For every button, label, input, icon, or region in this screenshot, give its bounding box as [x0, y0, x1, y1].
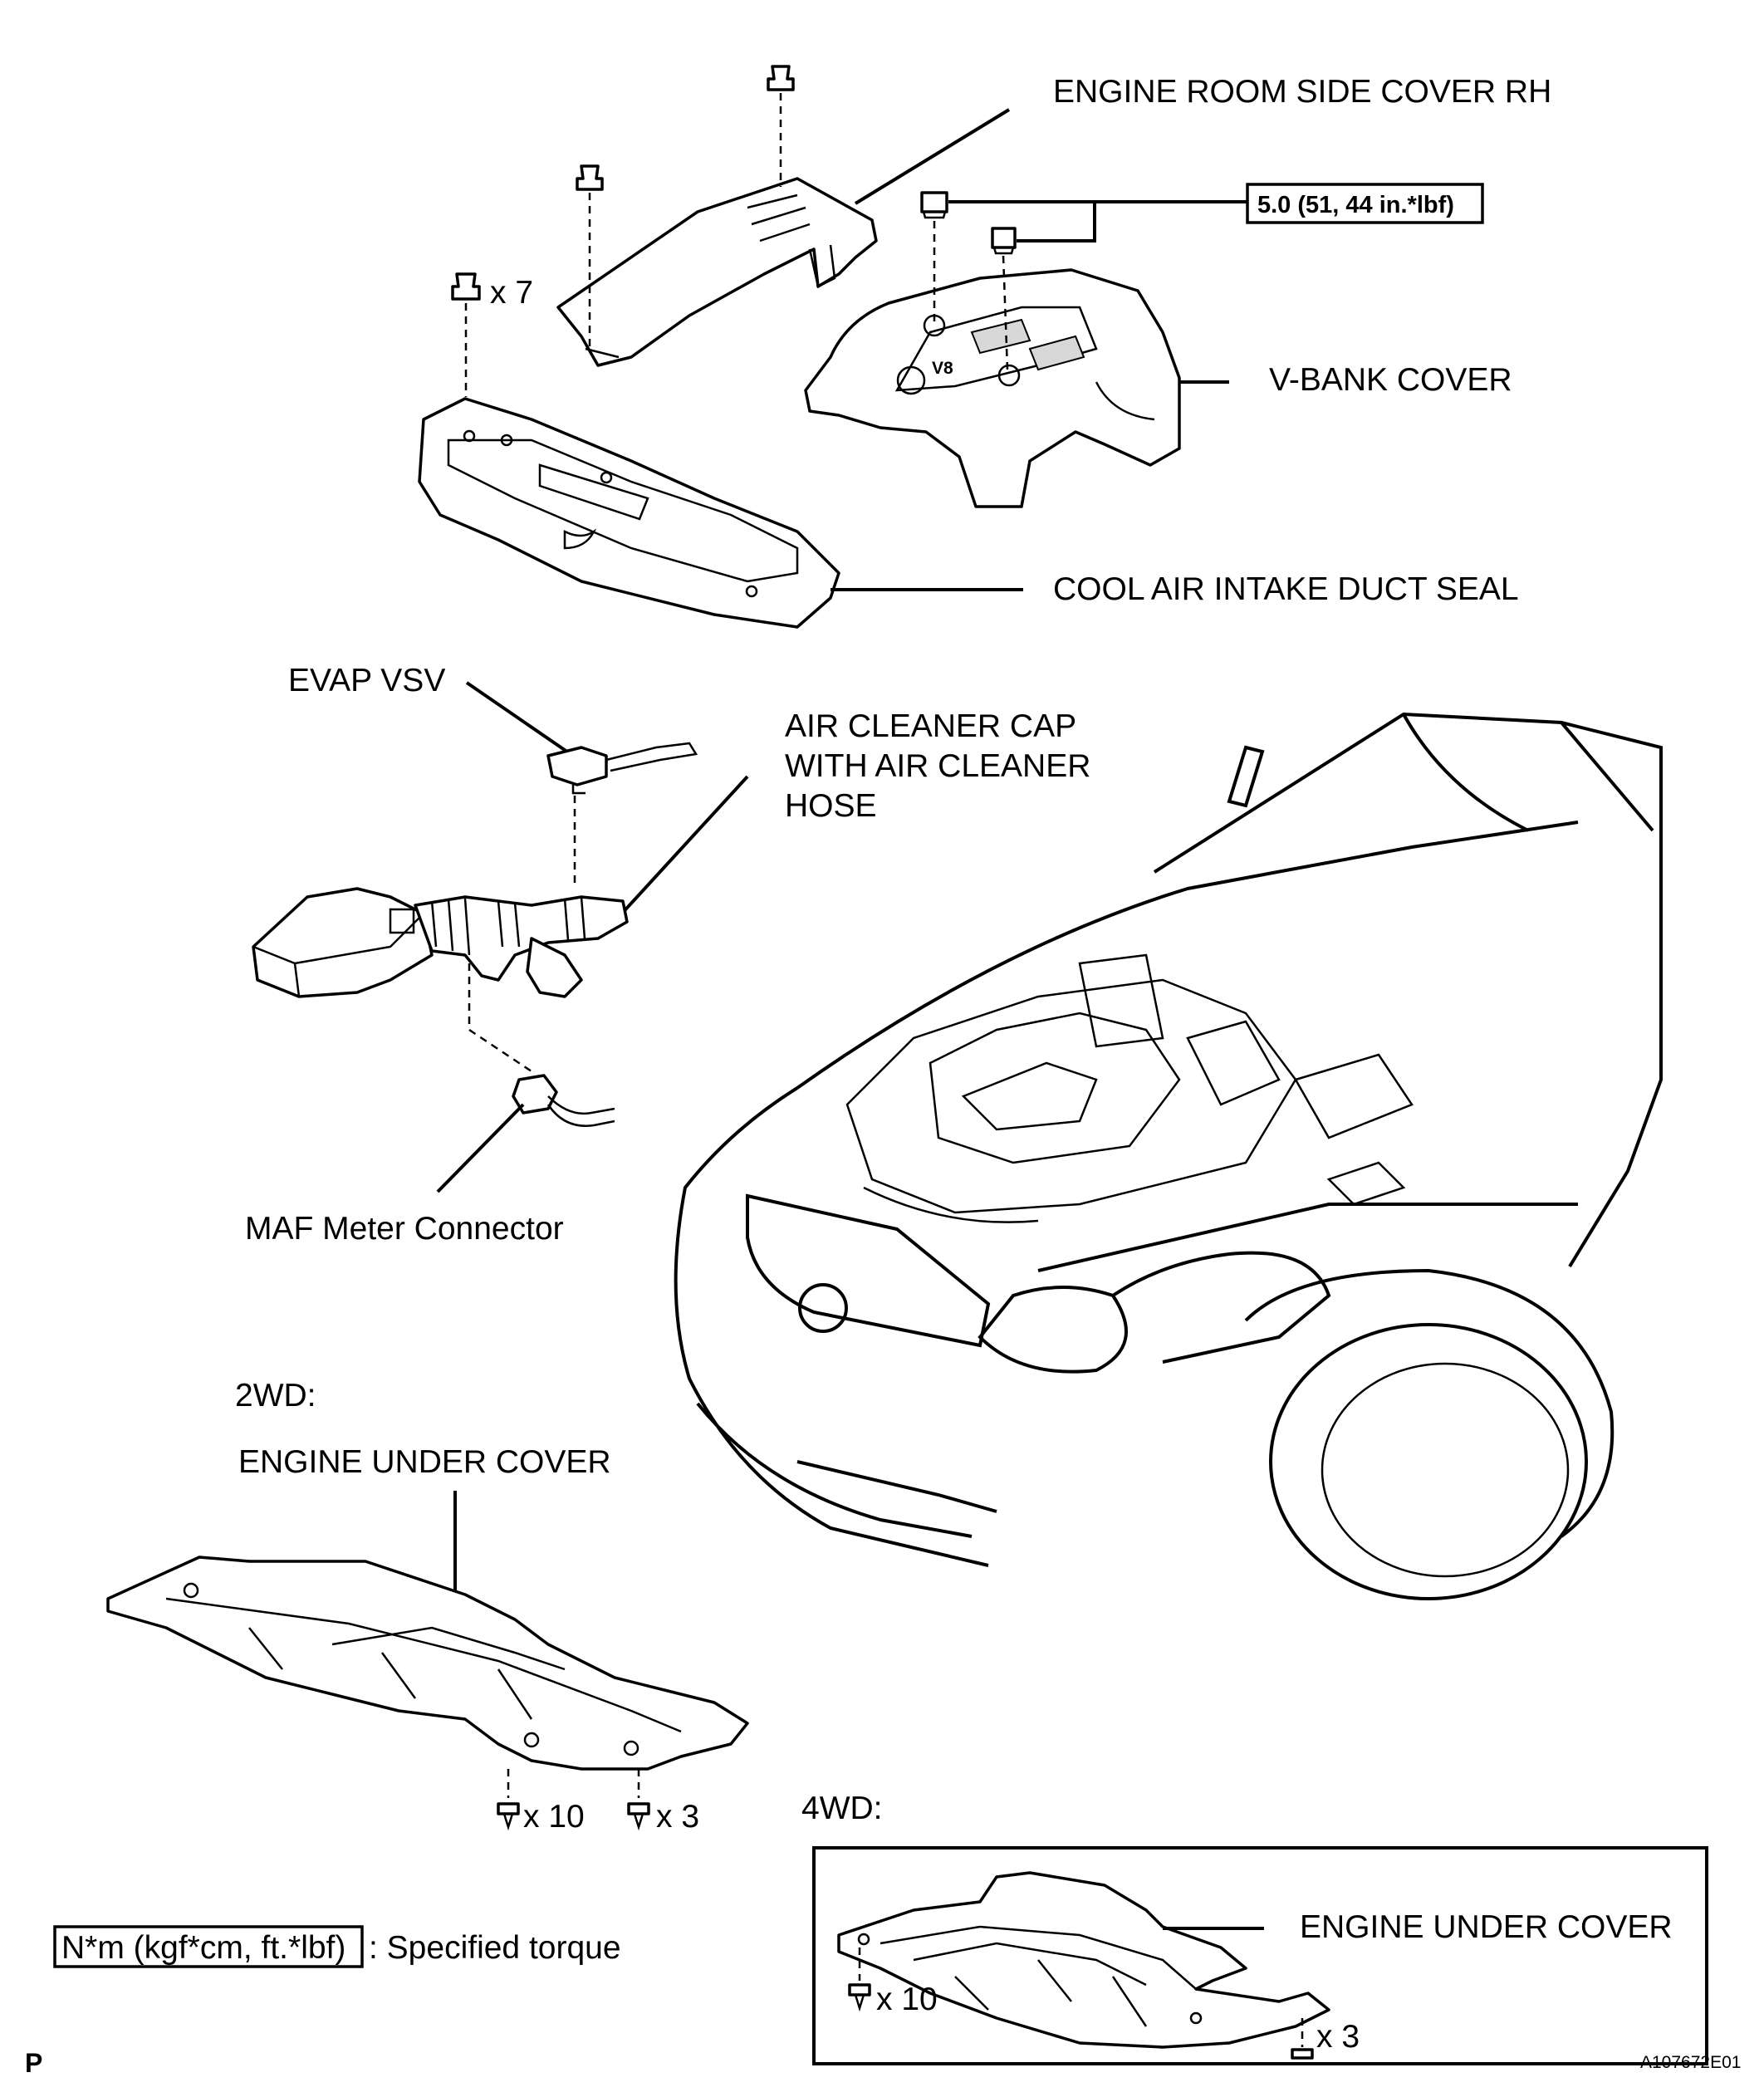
variant-4wd-inset-frame: [812, 1846, 1708, 2065]
side-cover-rh-part: [556, 177, 878, 367]
side-cover-rh-label: ENGINE ROOM SIDE COVER RH: [1053, 74, 1551, 110]
bolt-2wd-x3: [627, 1802, 650, 1831]
bolt-2wd-x10-qty: x 10: [523, 1799, 585, 1835]
torque-legend-box: [53, 1925, 364, 1968]
variant-2wd-label: 2WD:: [235, 1378, 316, 1413]
under-cover-4wd-label: ENGINE UNDER COVER: [1300, 1909, 1673, 1945]
bolt-4wd-x3-qty: x 3: [1316, 2019, 1360, 2055]
bolt-4wd-x10-qty: x 10: [876, 1982, 938, 2017]
maf-connector-label: MAF Meter Connector: [245, 1211, 564, 1247]
v-bank-nut-1: [920, 191, 948, 219]
torque-box: [1246, 183, 1484, 224]
clip-x7-qty: x 7: [490, 275, 533, 311]
v-bank-cover-part: V8: [804, 268, 1181, 508]
intake-duct-seal-part: [418, 397, 840, 629]
air-cleaner-cap-label-3: HOSE: [785, 788, 877, 824]
torque-legend-text: : Specified torque: [369, 1930, 621, 1966]
torque-legend-box-text: N*m (kgf*cm, ft.*lbf): [61, 1930, 345, 1966]
v-bank-cover-label: V-BANK COVER: [1269, 362, 1512, 398]
under-cover-2wd-label: ENGINE UNDER COVER: [238, 1444, 611, 1480]
air-cleaner-cap-part: [252, 887, 629, 998]
bolt-2wd-x10: [497, 1802, 520, 1831]
clip-1: [767, 65, 795, 91]
bolt-4wd-x10: [848, 1983, 871, 2012]
clip-2: [576, 164, 604, 191]
air-cleaner-cap-label-2: WITH AIR CLEANER: [785, 748, 1090, 784]
maf-connector-part: [512, 1074, 615, 1127]
variant-4wd-label: 4WD:: [801, 1791, 883, 1826]
figure-id: A107672E01: [1640, 2053, 1741, 2072]
torque-value: 5.0 (51, 44 in.*lbf): [1257, 192, 1454, 218]
under-cover-4wd-part: [837, 1871, 1330, 2049]
evap-vsv-part: [546, 742, 698, 795]
evap-vsv-label: EVAP VSV: [288, 663, 445, 698]
vehicle-illustration: [674, 712, 1663, 1600]
bolt-4wd-x3: [1291, 2048, 1314, 2060]
svg-text:V8: V8: [932, 359, 953, 378]
intake-duct-seal-label: COOL AIR INTAKE DUCT SEAL: [1053, 571, 1519, 607]
v-bank-nut-2: [991, 227, 1017, 255]
page-letter: P: [25, 2048, 42, 2078]
under-cover-2wd-part: [106, 1556, 749, 1771]
bolt-2wd-x3-qty: x 3: [656, 1799, 699, 1835]
air-cleaner-cap-label-1: AIR CLEANER CAP: [785, 708, 1076, 744]
clip-x7: [451, 272, 481, 301]
